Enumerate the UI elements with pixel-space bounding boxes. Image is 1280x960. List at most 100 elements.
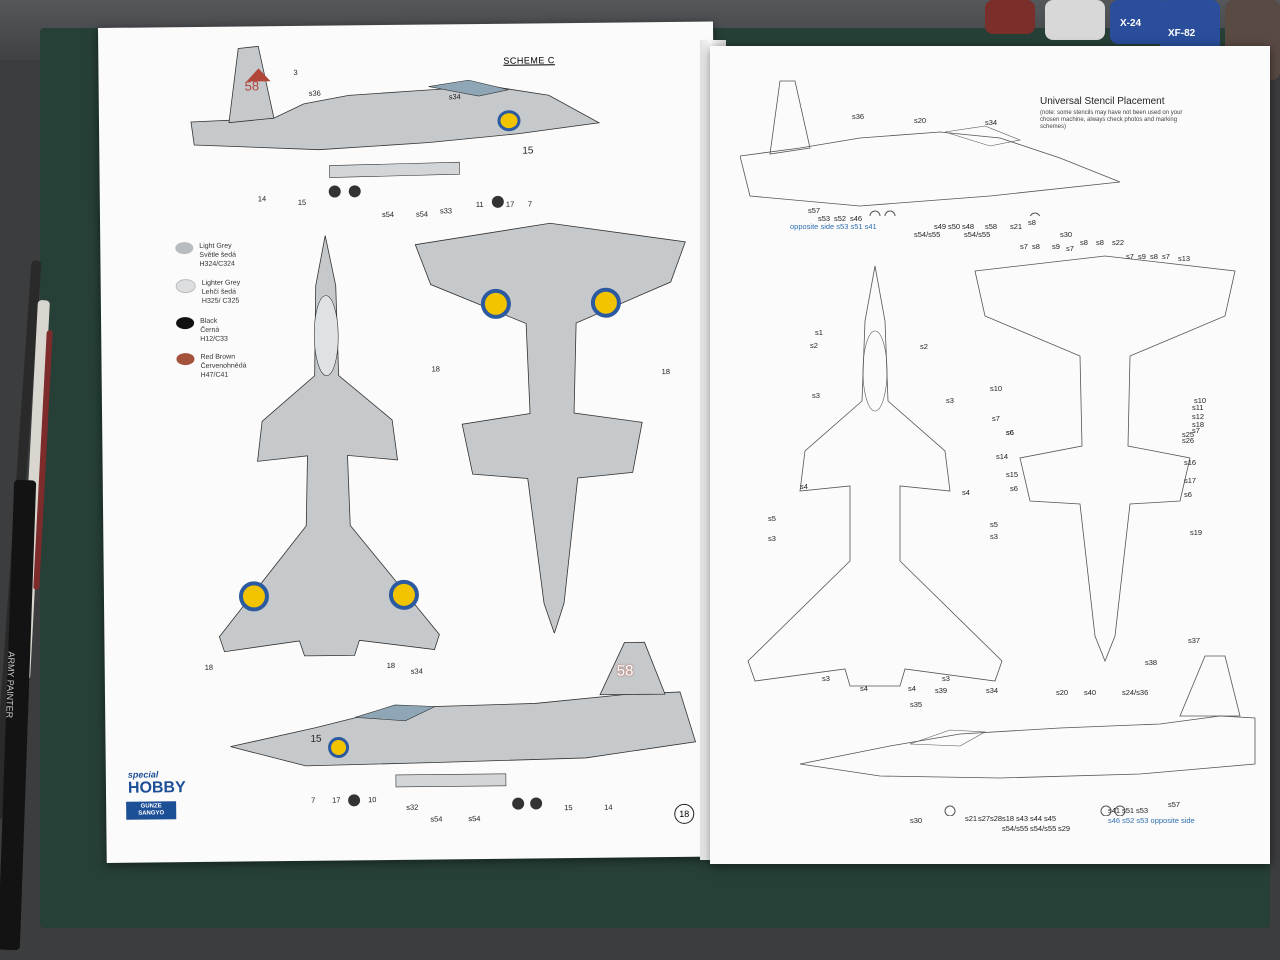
callout: s34 — [410, 666, 423, 676]
tail-number: 58 — [244, 78, 260, 94]
callout: s29 — [1058, 824, 1071, 833]
callout: s30 — [1060, 230, 1073, 239]
callout: s45 — [1044, 814, 1057, 823]
callout: s27 — [978, 814, 991, 823]
callout: s8 — [1096, 238, 1104, 247]
callout: s54/s55 — [1030, 824, 1057, 833]
callout: s4 — [962, 488, 970, 497]
callout: s39 — [935, 686, 948, 695]
callout: s50 — [948, 222, 961, 231]
callout: s16 — [1184, 458, 1197, 467]
callout: s54/s55 — [1002, 824, 1029, 833]
tail-number: 58 — [616, 662, 634, 680]
callout: s34 — [985, 118, 998, 127]
callout: s10 — [990, 384, 1003, 393]
swatch-dot — [176, 353, 195, 366]
callout: s49 — [934, 222, 947, 231]
stencil-underside-view — [974, 255, 1236, 663]
jar-label: XF-82 — [1168, 28, 1196, 39]
page-title: Universal Stencil Placement — [1040, 96, 1165, 107]
callout: s7 — [1162, 252, 1170, 261]
callout: s15 — [1006, 470, 1019, 479]
swatch-dot — [176, 317, 195, 330]
callout: s40 — [1084, 688, 1097, 697]
instruction-page-left: SCHEME C 58 15 3 s36 s34 14 15 s54 s54 s… — [98, 21, 722, 863]
callout: s54/s55 — [964, 230, 991, 239]
callout: s2 — [810, 341, 818, 350]
swatch-dot — [175, 242, 194, 255]
callout: s17 — [1184, 476, 1197, 485]
callout: s22 — [1112, 238, 1125, 247]
nose-number: 15 — [310, 733, 322, 745]
callout: s9 — [1138, 252, 1146, 261]
callout: 14 — [257, 194, 267, 204]
callout: s34 — [986, 686, 999, 695]
callout: s6 — [1010, 484, 1018, 493]
callout: s3 — [990, 532, 998, 541]
callout: s36 — [308, 88, 321, 98]
callout: 3 — [293, 67, 298, 77]
callout: s18 — [1192, 420, 1205, 429]
stencil-side-view-bottom — [800, 655, 1256, 816]
opposite-side-note: s46 s52 s53 opposite side — [1108, 816, 1195, 825]
brush-label: ARMY PAINTER — [4, 651, 17, 719]
callout: s57 — [1168, 800, 1181, 809]
callout: s51 — [1122, 806, 1135, 815]
callout: s25 — [1182, 430, 1195, 439]
callout: s1 — [815, 328, 823, 337]
callout: 18 — [431, 364, 440, 374]
callout: s13 — [1178, 254, 1191, 263]
callout: s37 — [1188, 636, 1201, 645]
callout: s53 — [818, 214, 831, 223]
callout: s46 — [850, 214, 863, 223]
callout: s2 — [920, 342, 928, 351]
callout: s11 — [1192, 403, 1204, 412]
callout: s4 — [800, 482, 808, 491]
aircraft-underside-view — [414, 222, 686, 635]
special-hobby-logo: special HOBBY — [127, 769, 186, 797]
callout: s14 — [996, 452, 1009, 461]
callout: s8 — [1150, 252, 1158, 261]
paint-jar — [1045, 0, 1105, 40]
callout: 15 — [297, 197, 307, 207]
callout: 10 — [368, 795, 377, 805]
page-note: (note: some stencils may have not been u… — [1040, 110, 1183, 130]
callout: 7 — [311, 795, 316, 805]
paint-brush: ARMY PAINTER — [0, 479, 37, 951]
callout: 7 — [527, 199, 533, 209]
stencil-top-view — [747, 265, 1003, 687]
callout: s8 — [1080, 238, 1088, 247]
callout: s44 — [1030, 814, 1043, 823]
callout: s21 — [1010, 222, 1023, 231]
opposite-side-note: opposite side s53 s51 s41 — [790, 222, 877, 231]
nose-number: 15 — [522, 145, 534, 157]
callout: s7 — [1066, 244, 1074, 253]
callout: 17 — [505, 199, 515, 209]
callout: s4 — [908, 684, 916, 693]
callout: s6 — [1184, 490, 1192, 499]
callout: s58 — [985, 222, 998, 231]
callout: s53 — [1136, 806, 1149, 815]
callout: s7 — [1020, 242, 1028, 251]
callout: s43 — [1016, 814, 1029, 823]
callout: s38 — [1145, 658, 1158, 667]
callout: s8 — [1032, 242, 1040, 251]
callout: s54 — [381, 209, 395, 220]
instruction-page-right: Universal Stencil Placement (note: some … — [710, 46, 1270, 864]
callout: s6 — [1006, 428, 1014, 437]
aircraft-side-view-bottom — [230, 641, 697, 810]
callout: s20 — [914, 116, 927, 125]
callout: s7 — [1192, 426, 1200, 435]
callout: s3 — [942, 674, 950, 683]
callout: s3 — [822, 674, 830, 683]
callout: 18 — [661, 367, 671, 377]
callout: s19 — [1190, 528, 1203, 537]
callout: s54 — [468, 814, 481, 824]
aircraft-side-view-top — [190, 45, 601, 208]
callout: s5 — [768, 514, 776, 523]
callout: s8 — [1028, 218, 1036, 227]
callout: 14 — [604, 802, 613, 812]
page-number: 18 — [674, 803, 695, 825]
callout: 11 — [475, 199, 484, 210]
callout: s35 — [910, 700, 923, 709]
